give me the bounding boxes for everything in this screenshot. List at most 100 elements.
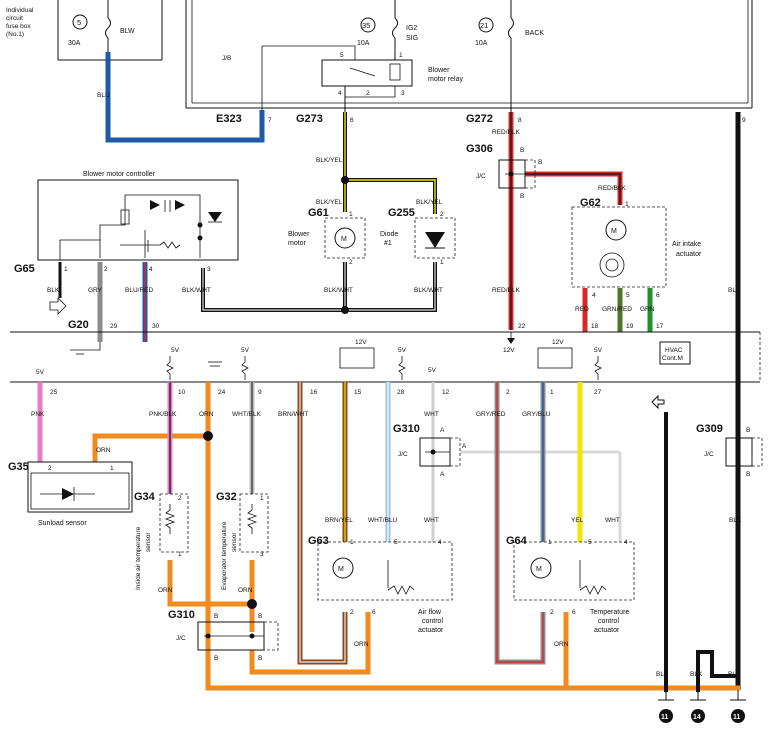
relay-pin-3: 3: [401, 90, 405, 97]
svg-text:8: 8: [518, 117, 522, 124]
connector-g309: G309: [696, 423, 723, 435]
relay-pin-4: 4: [338, 90, 342, 97]
air-flow-actuator: M G63 1 5 4 2 6 Air flow control actuato…: [308, 535, 453, 634]
svg-text:1: 1: [350, 539, 354, 546]
g310l-jc-label: J/C: [176, 635, 186, 642]
g306-terminal-b-2: B: [538, 159, 542, 166]
temperature-actuator: M G64 1 5 4 2 6 Temperature control actu…: [506, 535, 635, 634]
junction-g306: G306 B B B J/C: [466, 143, 542, 200]
connector-g310-lower: G310: [168, 609, 195, 621]
v12-pin1: 12V: [552, 339, 564, 346]
svg-text:2: 2: [349, 259, 353, 266]
wire-label-pnk-blk: PNK/BLK: [149, 411, 177, 418]
blower-motor-label-2: motor: [288, 240, 307, 247]
svg-text:3: 3: [207, 266, 211, 273]
temp-label-2: control: [598, 618, 619, 625]
intake-motor-symbol: M: [611, 228, 617, 235]
g306-terminal-b-3: B: [520, 193, 524, 200]
wire-blk-yel: G273 6 BLK/YEL BLK/YEL BLK/YEL: [296, 112, 443, 214]
wire-label-orn-6: ORN: [554, 641, 569, 648]
hvac-pin-18: 18: [591, 323, 599, 330]
g310u-terminal-a-3: A: [440, 471, 445, 478]
jb-frame: J/B: [185, 0, 753, 109]
connector-g34: G34: [134, 491, 156, 503]
junction-g310-upper: G310 A A A J/C: [393, 423, 467, 478]
controller-label: Blower motor controller: [83, 171, 156, 178]
blower-motor-controller: Blower motor controller: [37, 171, 239, 261]
fuse-35-name-1: IG2: [406, 25, 417, 32]
intake-label-2: actuator: [676, 251, 702, 258]
v5-pin28: 5V: [398, 347, 407, 354]
svg-text:4: 4: [592, 292, 596, 299]
inside-air-sensor: G34 2 1 Inside air temperature sensor: [134, 491, 189, 590]
hvac-pin-1: 1: [550, 389, 554, 396]
hvac-pin-2: 2: [506, 389, 510, 396]
svg-text:6: 6: [656, 292, 660, 299]
wire-label-wht-blu: WHT/BLU: [368, 517, 398, 524]
v12-hvac-1: 12V: [503, 347, 515, 354]
wire-label-blk: BLK: [47, 287, 60, 294]
hvac-pin-10: 10: [178, 389, 186, 396]
wire-label-blk-right: BLK: [728, 287, 741, 294]
svg-text:6: 6: [372, 609, 376, 616]
hvac-pin-30: 30: [152, 323, 160, 330]
wire-label-blk-wht-1: BLK/WHT: [324, 287, 353, 294]
wire-wht-blu: WHT/BLU: [368, 382, 398, 542]
wire-label-blk-g2: BLK: [690, 671, 703, 678]
wire-label-pnk: PNK: [31, 411, 45, 418]
hvac-label-1: HVAC: [665, 347, 683, 354]
g310l-terminal-b-2: B: [258, 613, 262, 620]
ground-symbol-11-a: 11: [658, 692, 674, 723]
ground-number-2: 14: [693, 714, 701, 721]
wire-pnk-blk: PNK/BLK: [149, 382, 177, 494]
wire-label-blu-red: BLU/RED: [125, 287, 153, 294]
connector-g64: G64: [506, 535, 528, 547]
wire-yel: YEL: [571, 382, 584, 542]
hvac-label-2: Cont.M: [662, 355, 683, 362]
wire-pnk: PNK: [31, 382, 45, 462]
hvac-pin-25: 25: [50, 389, 58, 396]
g309-terminal-b-1: B: [746, 427, 750, 434]
fuse-5-amp: 30A: [68, 40, 81, 47]
svg-text:2: 2: [104, 266, 108, 273]
v12-pin15: 12V: [355, 339, 367, 346]
fuse-box-label-2: circuit: [6, 15, 23, 22]
fuse-35-name-2: SIG: [406, 35, 418, 42]
evaporator-sensor: G32 1 3 Evaporator temperature sensor: [216, 491, 269, 590]
connector-e323: E323: [216, 113, 242, 125]
airflow-motor-symbol: M: [338, 566, 344, 573]
wire-label-yel: YEL: [571, 517, 584, 524]
svg-text:2: 2: [178, 495, 182, 502]
wire-label-red-blk-3: RED/BLK: [492, 287, 520, 294]
blower-motor-symbol: M: [341, 236, 347, 243]
wire-wht-blk: WHT/BLK: [232, 382, 262, 494]
controller-connector-g65: G65 1 2 4 3 BLK GRY BLU/RED: [14, 262, 211, 342]
svg-text:5: 5: [588, 539, 592, 546]
hvac-pin-16: 16: [310, 389, 318, 396]
g309-jc-label: J/C: [704, 451, 714, 458]
connector-g63: G63: [308, 535, 329, 547]
svg-text:2: 2: [48, 465, 52, 472]
fuse-35: 35 10A IG2 SIG: [357, 0, 418, 56]
connector-g306: G306: [466, 143, 493, 155]
wire-label-grn: GRN: [640, 306, 655, 313]
relay-label-2: motor relay: [428, 76, 464, 83]
g309-terminal-b-2: B: [746, 471, 750, 478]
wire-label-grn-red: GRN/RED: [602, 306, 632, 313]
ground-symbol-14: 14: [690, 692, 706, 723]
ground-number-1: 11: [661, 714, 669, 721]
svg-text:4: 4: [438, 539, 442, 546]
wire-label-blk-g1: BLK: [656, 671, 669, 678]
air-intake-actuator: M G62 1 Air intake actuator 4 5 6 RED GR…: [571, 197, 702, 332]
g310u-terminal-a-1: A: [440, 427, 445, 434]
wire-label-gry: GRY: [88, 287, 103, 294]
connector-g310-upper: G310: [393, 423, 420, 435]
wire-label-orn-4: ORN: [238, 587, 253, 594]
hvac-pin-29: 29: [110, 323, 118, 330]
relay-pin-2: 2: [366, 90, 370, 97]
svg-text:6: 6: [572, 609, 576, 616]
g310u-terminal-a-2: A: [462, 443, 467, 450]
wire-gry-red: GRY/RED: [476, 382, 546, 665]
wire-label-orn-2: ORN: [96, 447, 111, 454]
jb-label: J/B: [222, 55, 231, 62]
